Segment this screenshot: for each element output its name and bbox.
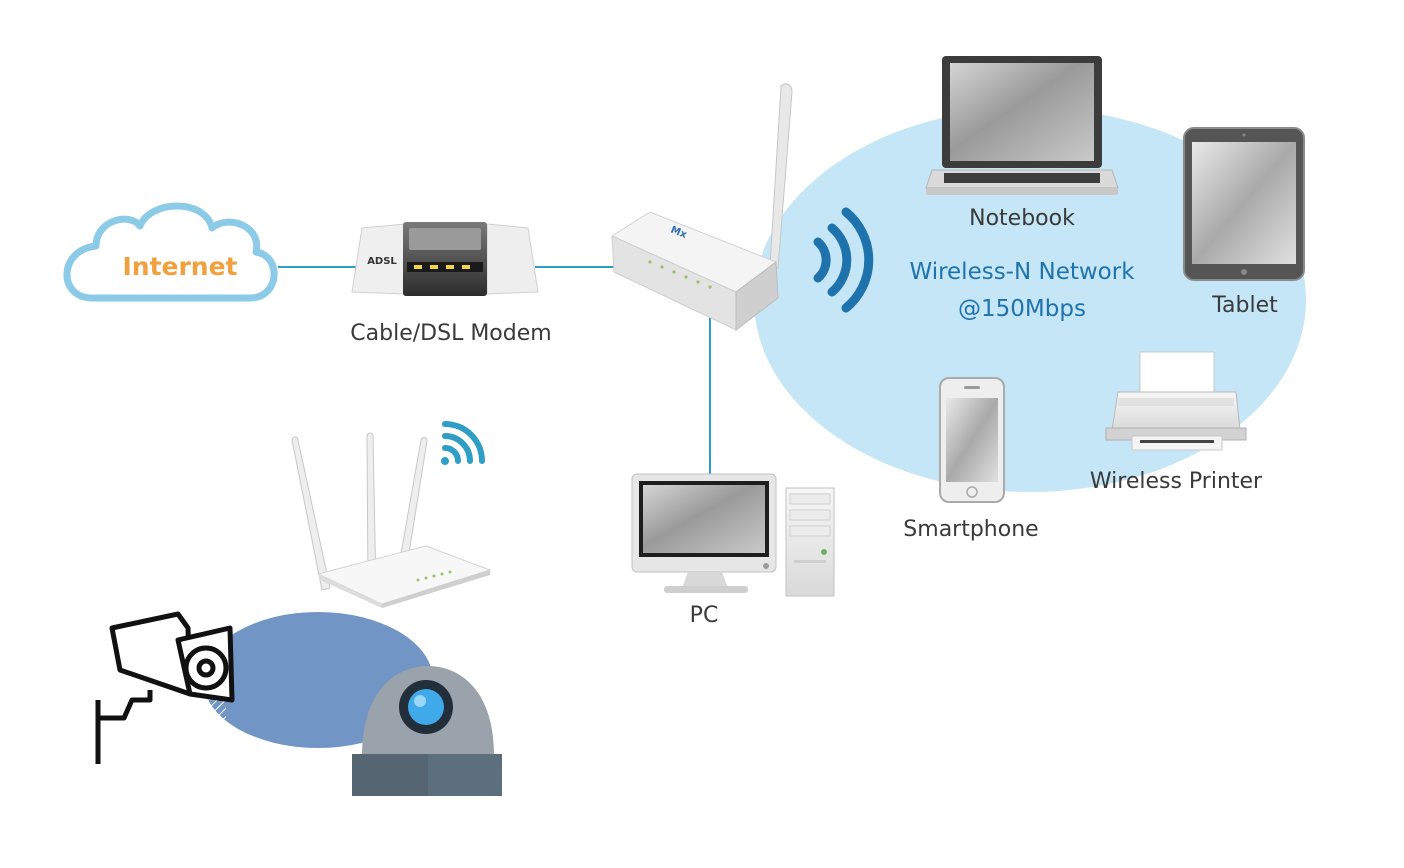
modem-icon	[351, 222, 539, 296]
printer-icon	[1105, 351, 1247, 451]
router-icon: Mx	[610, 83, 793, 332]
tablet-icon	[1183, 127, 1305, 281]
network-name-label: Wireless-N Network	[909, 259, 1135, 285]
internet-label: Internet	[122, 252, 237, 281]
smartphone-label: Smartphone	[903, 517, 1038, 542]
modem-label: Cable/DSL Modem	[350, 321, 551, 346]
printer-label: Wireless Printer	[1090, 469, 1263, 494]
router-icon	[291, 432, 492, 608]
smartphone-icon	[939, 377, 1005, 503]
connector-lines	[278, 266, 711, 474]
wifi-icon	[441, 421, 485, 465]
dome-camera-icon	[352, 666, 502, 796]
modem-badge: ADSL	[367, 256, 397, 267]
network-speed-label: @150Mbps	[958, 296, 1086, 322]
wifi-signal-waves	[813, 207, 874, 313]
notebook-label: Notebook	[969, 206, 1075, 231]
desktop-pc-icon	[631, 473, 835, 597]
security-camera-icon	[95, 611, 235, 764]
tablet-label: Tablet	[1211, 293, 1278, 318]
pc-label: PC	[690, 603, 719, 628]
laptop-icon	[925, 56, 1119, 195]
cloud-icon	[63, 202, 278, 302]
